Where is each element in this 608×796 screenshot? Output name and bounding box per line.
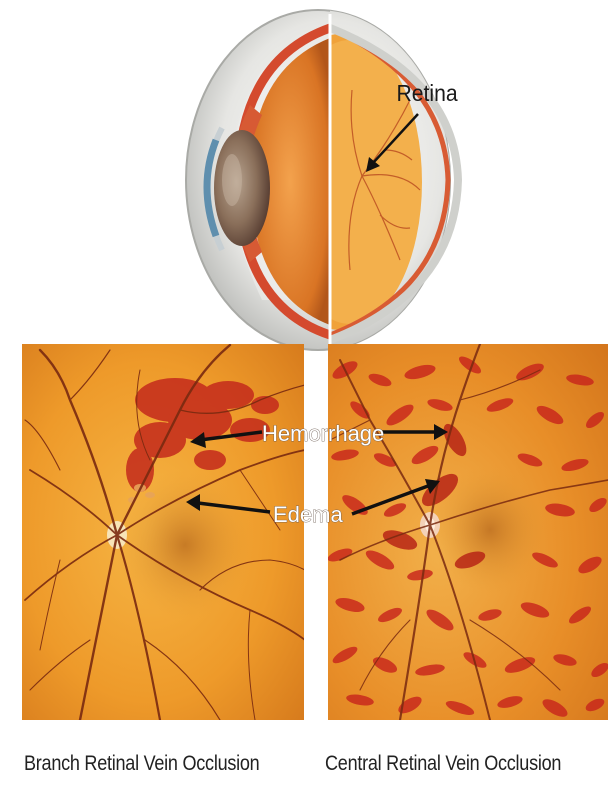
eye-cross-section xyxy=(186,10,458,350)
branch-rvo-caption: Branch Retinal Vein Occlusion xyxy=(24,752,259,776)
central-rvo-caption: Central Retinal Vein Occlusion xyxy=(325,752,561,776)
hemorrhage-label: Hemorrhage xyxy=(262,421,384,446)
fundus-image-branch-rvo xyxy=(22,344,305,720)
retina-label: Retina xyxy=(397,80,459,106)
fundus-image-central-rvo xyxy=(326,344,608,720)
edema-label: Edema xyxy=(273,502,343,527)
